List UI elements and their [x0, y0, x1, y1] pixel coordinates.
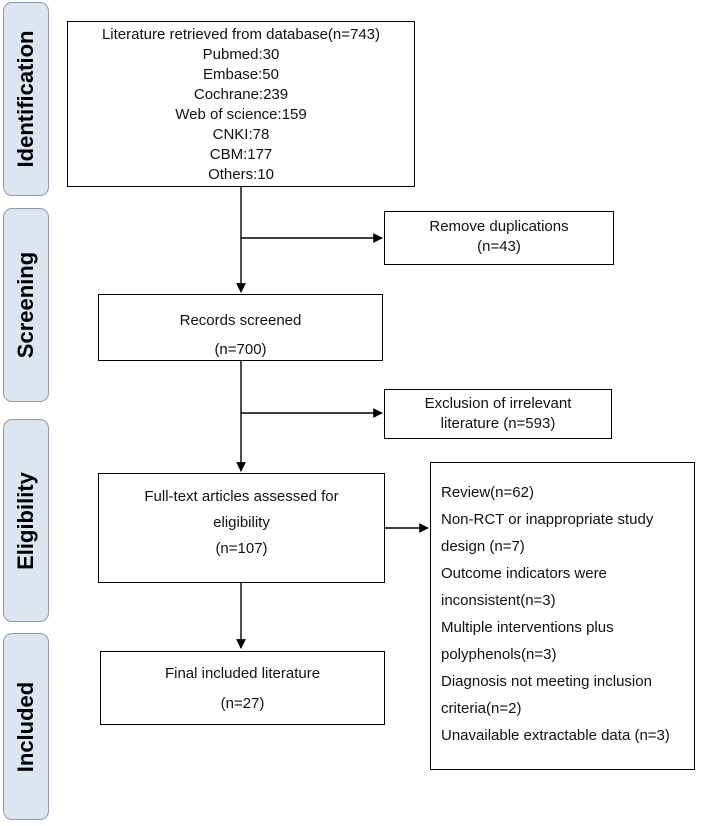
exclusion-non-rct: Non-RCT or inappropriate study	[441, 511, 654, 528]
stage-screening: Screening	[3, 208, 49, 402]
exclusion-unavailable-data: Unavailable extractable data (n=3)	[441, 727, 670, 744]
exclusion-outcome: Outcome indicators were	[441, 565, 607, 582]
fulltext-label-cont: eligibility	[213, 514, 270, 531]
exclusion-multiple-interventions-cont: polyphenols(n=3)	[441, 646, 557, 663]
duplicates-label: Remove duplications	[429, 218, 569, 235]
identification-cochrane: Cochrane:239	[193, 86, 289, 103]
exclusion-non-rct-cont: design (n=7)	[441, 538, 525, 555]
exclusion-diagnosis: Diagnosis not meeting inclusion	[441, 673, 652, 690]
exclusions-box: Review(n=62) Non-RCT or inappropriate st…	[430, 462, 695, 770]
screened-label: Records screened	[179, 312, 302, 329]
exclusion-review: Review(n=62)	[441, 484, 534, 501]
fulltext-box: Full-text articles assessed for eligibil…	[98, 473, 385, 583]
fulltext-label: Full-text articles assessed for	[144, 488, 339, 505]
included-box: Final included literature (n=27)	[100, 651, 385, 725]
irrelevant-label: Exclusion of irrelevant	[424, 395, 572, 412]
exclusion-diagnosis-cont: criteria(n=2)	[441, 700, 522, 717]
stage-identification: Identification	[3, 2, 49, 196]
irrelevant-count: literature (n=593)	[440, 415, 556, 432]
exclusion-multiple-interventions: Multiple interventions plus	[441, 619, 614, 636]
included-label: Final included literature	[164, 665, 321, 682]
identification-cnki: CNKI:78	[212, 126, 270, 143]
identification-embase: Embase:50	[203, 66, 279, 83]
identification-others: Others:10	[208, 166, 274, 183]
screened-box: Records screened (n=700)	[98, 294, 383, 361]
irrelevant-box: Exclusion of irrelevant literature (n=59…	[384, 389, 612, 439]
exclusion-outcome-cont: inconsistent(n=3)	[441, 592, 556, 609]
identification-web-of-science: Web of science:159	[175, 106, 307, 123]
identification-pubmed: Pubmed:30	[202, 46, 280, 63]
identification-box: Literature retrieved from database(n=743…	[67, 21, 415, 187]
stage-included: Included	[3, 633, 49, 820]
identification-total: Literature retrieved from database(n=743…	[101, 26, 381, 43]
stage-eligibility: Eligibility	[3, 419, 49, 622]
duplicates-count: (n=43)	[477, 238, 521, 255]
identification-cbm: CBM:177	[209, 146, 273, 163]
included-count: (n=27)	[220, 695, 265, 712]
duplicates-box: Remove duplications (n=43)	[384, 211, 614, 265]
fulltext-count: (n=107)	[215, 540, 268, 557]
screened-count: (n=700)	[214, 341, 267, 358]
